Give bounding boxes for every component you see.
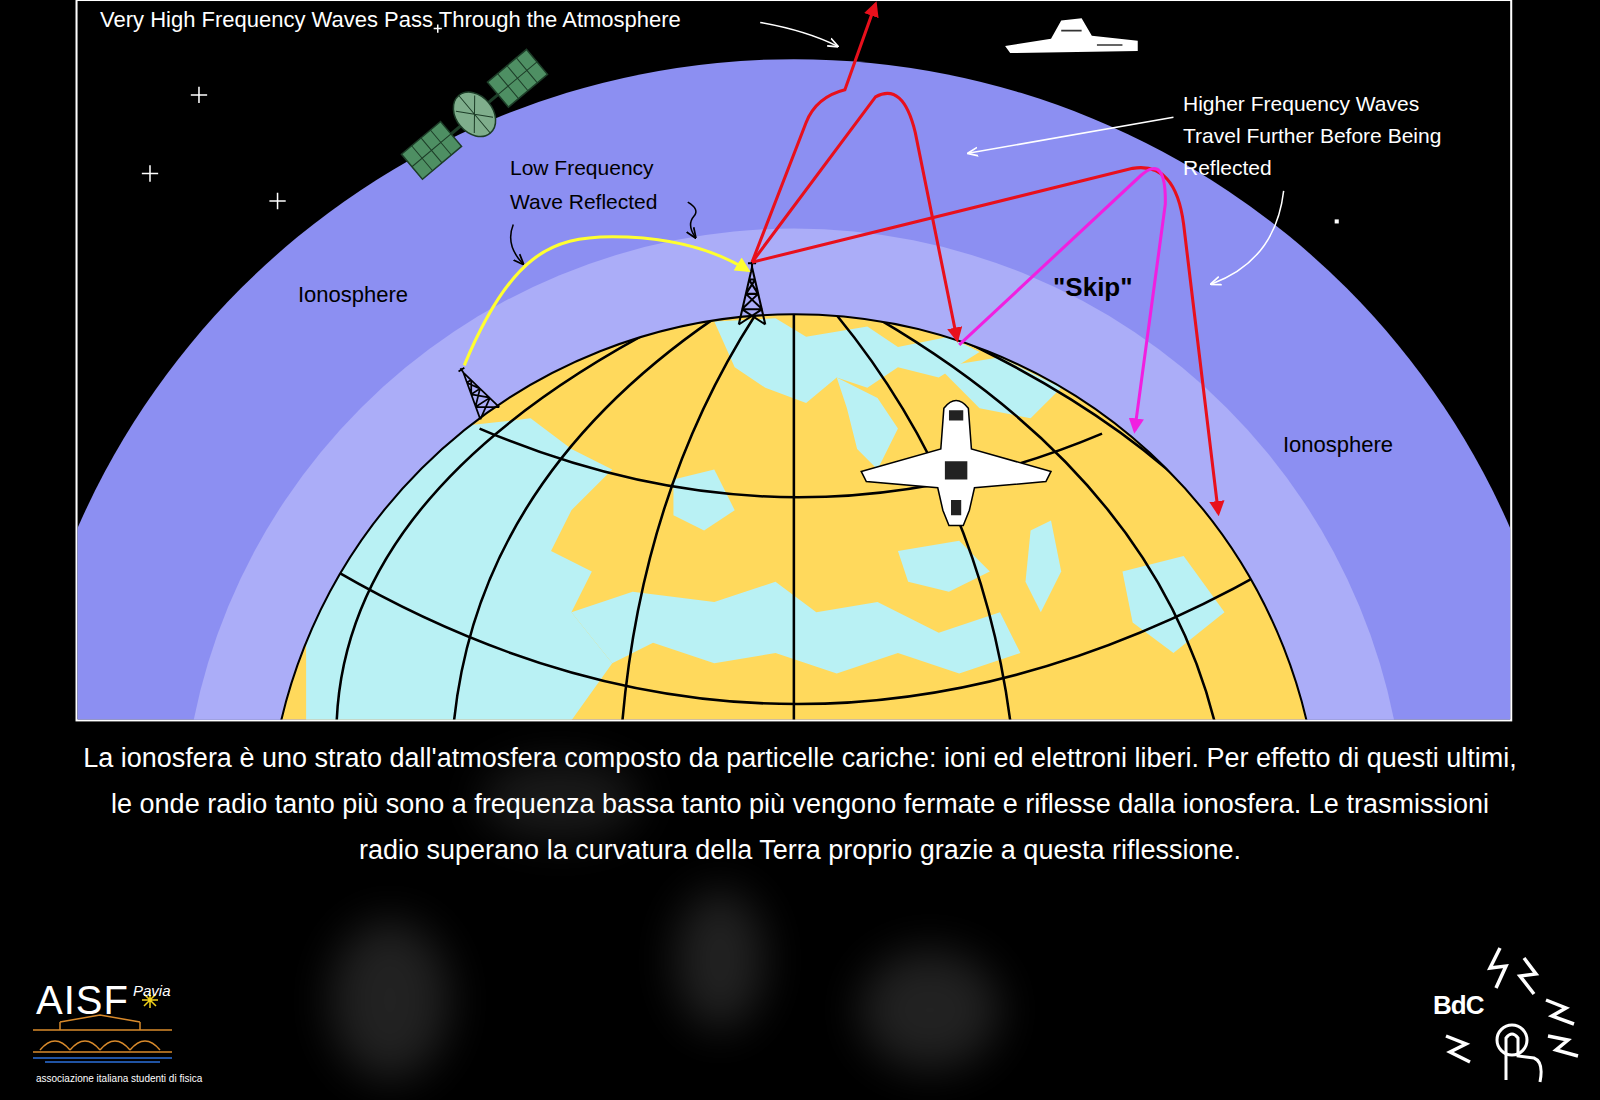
low-frequency-wave: [464, 237, 748, 366]
leader-line: [511, 224, 523, 263]
vhf-wave: [752, 4, 875, 262]
annotation-text: Higher Frequency Waves Travel Further Be…: [1183, 88, 1445, 184]
space-shuttle: [861, 401, 1051, 526]
leader-line: [760, 22, 837, 45]
logo-text: BdC: [1433, 990, 1483, 1021]
star: [1335, 219, 1339, 223]
high-frequency-wave: [752, 168, 1218, 514]
continents-map: [306, 318, 1224, 719]
leader-line: [688, 202, 696, 237]
logo-text: associazione italiana studenti di fisica: [36, 1073, 202, 1084]
annotation-text: Low Frequency Wave Reflected: [510, 151, 685, 219]
logo-text: AISF: [36, 978, 129, 1023]
radio-tower: [451, 362, 499, 419]
radio-tower: [739, 261, 766, 324]
region-label: "Skip": [1053, 272, 1133, 303]
region-label: Ionosphere: [1283, 432, 1393, 458]
stars: [142, 24, 442, 209]
high-frequency-wave: [752, 93, 957, 339]
grid-lines: [337, 314, 1327, 719]
ionosphere-inner-band: [182, 229, 1406, 720]
caption: La ionosfera è uno strato dall'atmosfera…: [80, 735, 1520, 873]
ionosphere-scene: [12, 0, 1575, 1100]
earth: [267, 314, 1320, 719]
leader-line: [969, 117, 1173, 153]
shuttle-detail: [945, 410, 967, 515]
logo-text: Pavia: [133, 982, 171, 999]
shuttle-small: [1005, 18, 1138, 53]
region-label: Ionosphere: [298, 282, 408, 308]
leader-line: [1212, 191, 1283, 284]
earth-outline: [267, 314, 1320, 719]
annotation-text: Very High Frequency Waves Pass Through t…: [100, 7, 681, 33]
skip-wave: [959, 169, 1165, 431]
